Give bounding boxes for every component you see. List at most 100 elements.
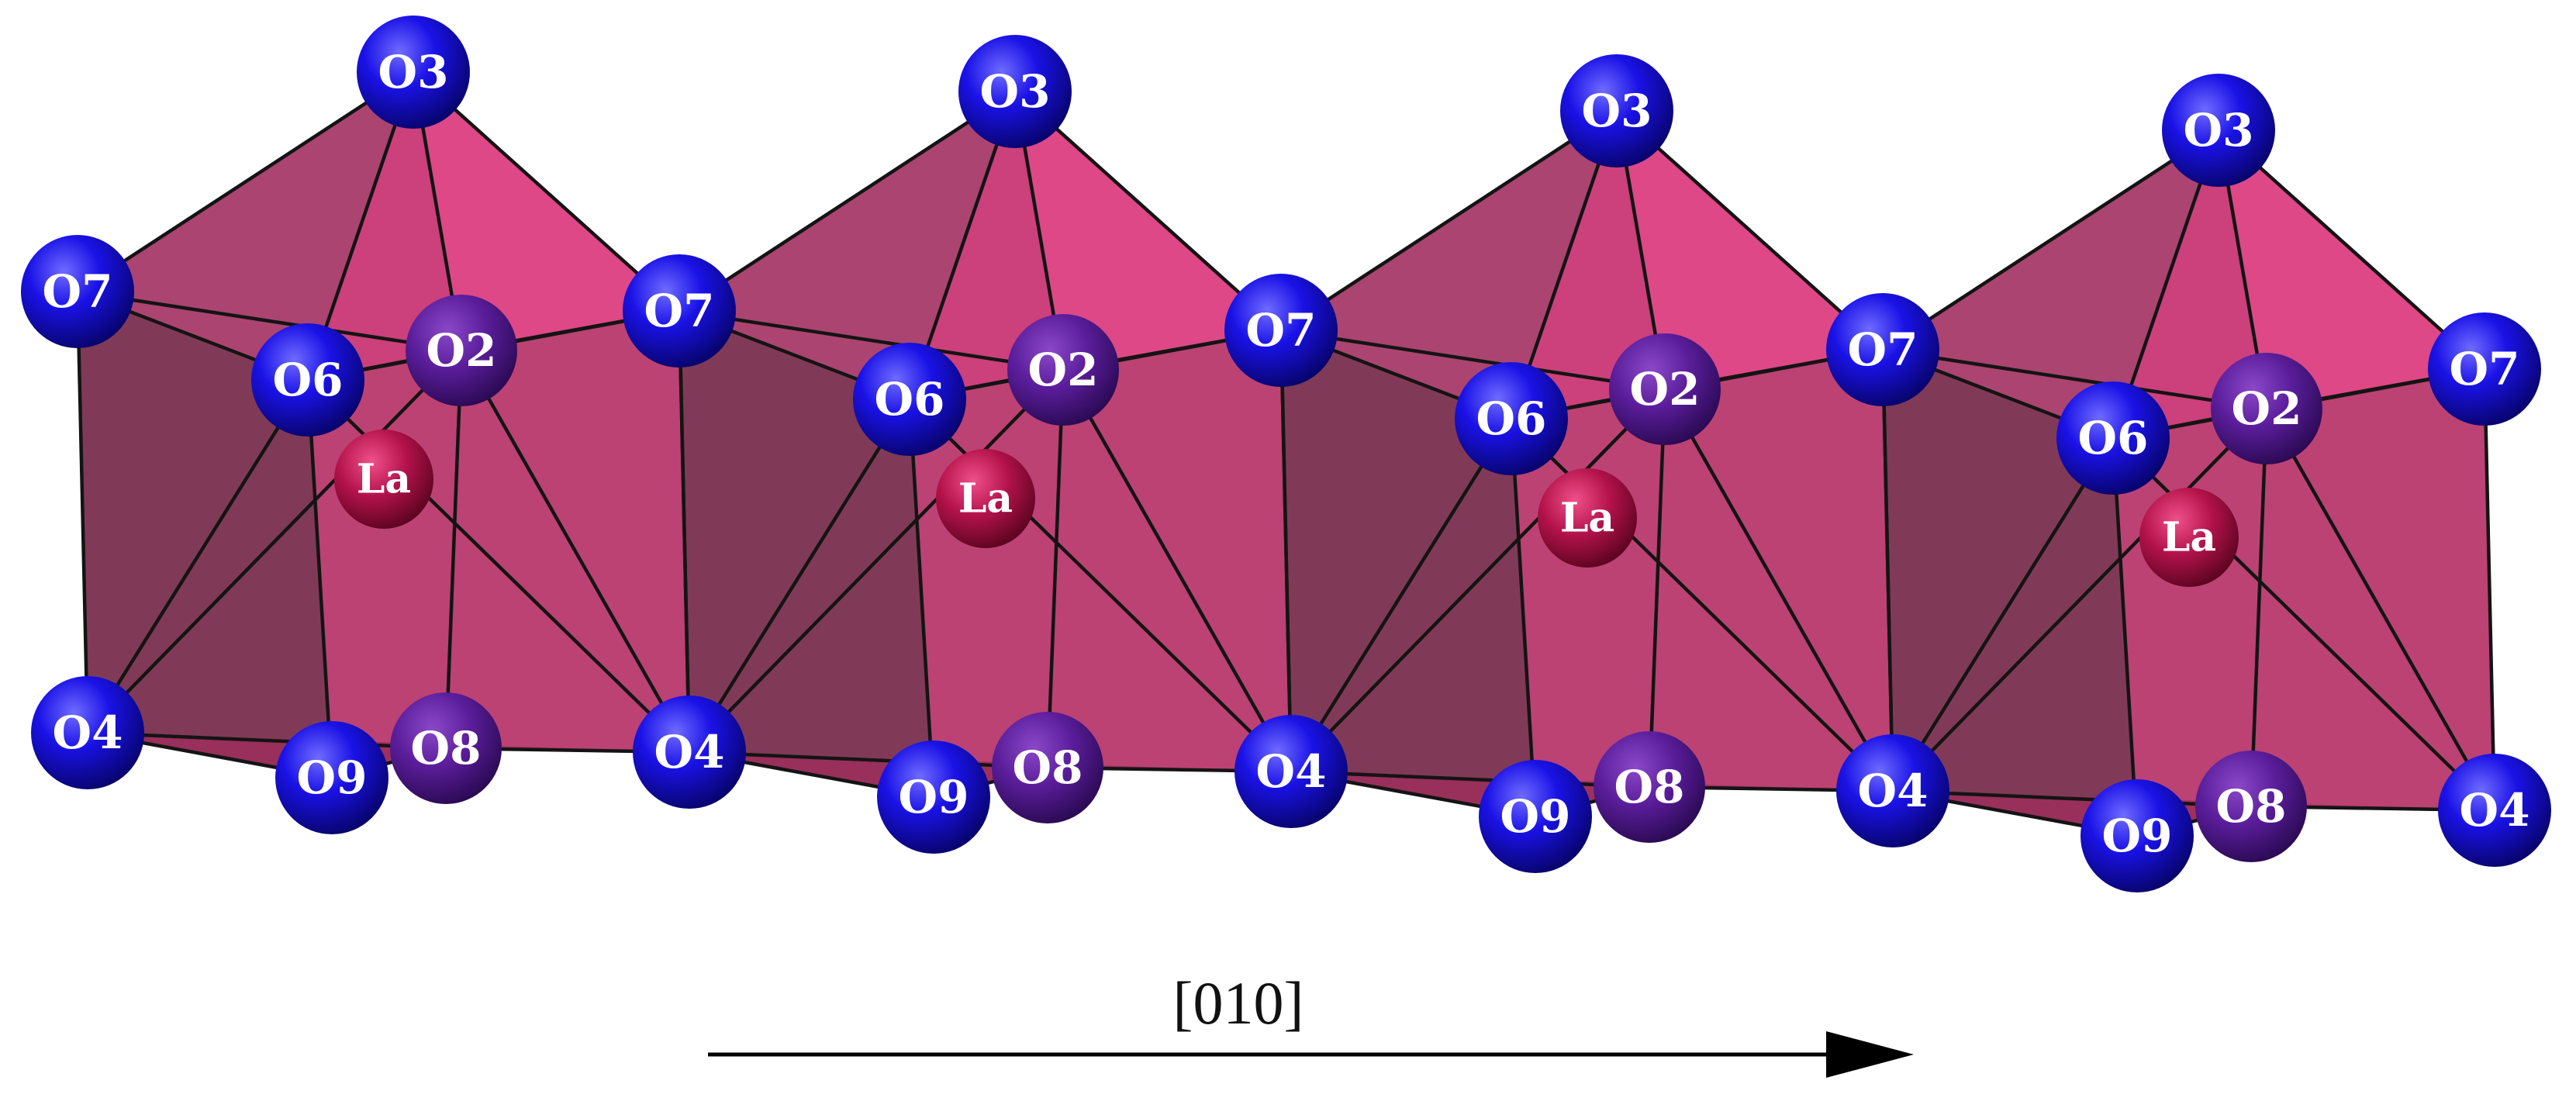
atom-label: O2 bbox=[1028, 343, 1099, 396]
atom-la: La bbox=[334, 430, 433, 529]
atom-label: O6 bbox=[273, 354, 344, 406]
atom-o8: O8 bbox=[2195, 751, 2307, 862]
atom-sphere bbox=[251, 323, 364, 437]
polyhedron-face-top-right bbox=[413, 72, 679, 350]
bond-edge bbox=[1061, 368, 1293, 774]
atom-sphere bbox=[357, 16, 470, 129]
atom-label: O4 bbox=[53, 706, 123, 759]
polyhedron-face-top-right bbox=[1015, 91, 1281, 370]
polyhedron-face-top-right bbox=[2219, 130, 2484, 409]
atom-sphere bbox=[2438, 754, 2551, 867]
atom-o7: O7 bbox=[21, 235, 134, 348]
bond-edge bbox=[2111, 436, 2139, 838]
atoms-layer: O2O8LaO3O7O6O4O9O2O8LaO3O7O6O4O9O2O8LaO3… bbox=[21, 16, 2551, 892]
polyhedron-face-top-front bbox=[1511, 111, 1665, 419]
atom-label: O7 bbox=[2450, 343, 2520, 395]
atom-sphere bbox=[1479, 760, 1592, 873]
atom-o9: O9 bbox=[275, 721, 388, 834]
bond-edge bbox=[1880, 347, 2269, 411]
bond-edge bbox=[687, 750, 1050, 770]
atom-label: O3 bbox=[980, 65, 1051, 118]
atom-label: O9 bbox=[899, 771, 969, 823]
atom-sphere bbox=[958, 35, 1072, 148]
atom-o7: O7 bbox=[1224, 274, 1338, 387]
bond-edge bbox=[85, 378, 310, 735]
polyhedron-face-top-right bbox=[1617, 111, 1883, 389]
bond-edge bbox=[2482, 367, 2497, 813]
bond-edge bbox=[459, 348, 692, 754]
bond-edge bbox=[2264, 406, 2497, 813]
atom-label: O2 bbox=[426, 324, 497, 377]
atom-label: O3 bbox=[1582, 85, 1652, 137]
atom-o9: O9 bbox=[2080, 779, 2194, 892]
atom-la: La bbox=[2139, 488, 2239, 587]
atom-sphere bbox=[1234, 715, 1348, 828]
bond-edge bbox=[1509, 416, 1538, 819]
polyhedron-face-top-front bbox=[910, 91, 1063, 399]
polyhedron-face-bottom bbox=[1893, 791, 2495, 836]
bond-edge bbox=[2249, 406, 2269, 809]
atom-o6: O6 bbox=[2056, 381, 2170, 495]
atom-o9: O9 bbox=[1479, 760, 1592, 873]
bond-edge bbox=[1013, 89, 1283, 333]
atom-sphere bbox=[2195, 751, 2307, 862]
atom-sphere bbox=[1538, 468, 1637, 568]
bond-edge bbox=[306, 378, 334, 780]
atom-label: O8 bbox=[2216, 780, 2287, 833]
bond-edge bbox=[1289, 387, 1667, 774]
bond-edge bbox=[1891, 406, 2269, 793]
atom-o7-end: O7 bbox=[2428, 312, 2541, 426]
bond-edge bbox=[1614, 109, 1885, 352]
bond-edge bbox=[1045, 368, 1065, 770]
atom-o3: O3 bbox=[357, 16, 470, 129]
atom-o2: O2 bbox=[1007, 314, 1119, 426]
atom-sphere bbox=[406, 295, 517, 406]
atom-sphere bbox=[877, 740, 990, 854]
atom-label: O2 bbox=[2232, 382, 2302, 435]
atom-o2: O2 bbox=[2211, 353, 2322, 464]
atom-o8: O8 bbox=[992, 712, 1103, 823]
atom-label: O4 bbox=[1858, 765, 1929, 817]
atom-label: O7 bbox=[644, 285, 715, 337]
atom-o6: O6 bbox=[251, 323, 364, 437]
atom-label: La bbox=[1560, 495, 1614, 542]
atom-label: O7 bbox=[43, 265, 113, 318]
atom-label: La bbox=[2162, 514, 2216, 561]
atom-sphere bbox=[2080, 779, 2194, 892]
atom-sphere bbox=[1007, 314, 1119, 426]
polyhedron-face-top-front bbox=[308, 72, 461, 380]
atom-sphere bbox=[2211, 353, 2322, 464]
bond-edge bbox=[1891, 436, 2115, 793]
atom-sphere bbox=[1594, 731, 1705, 843]
atom-sphere bbox=[1836, 734, 1949, 847]
atom-label: O9 bbox=[1500, 790, 1571, 843]
atom-sphere bbox=[390, 692, 502, 804]
atom-sphere bbox=[623, 254, 736, 368]
atom-label: La bbox=[357, 456, 411, 503]
atom-label: O8 bbox=[1013, 741, 1083, 794]
atom-label: O9 bbox=[2102, 809, 2173, 862]
atom-sphere bbox=[31, 676, 144, 789]
bond-edge bbox=[1279, 109, 1619, 333]
atom-sphere bbox=[936, 449, 1035, 548]
atom-label: O8 bbox=[1614, 761, 1685, 813]
bond-edge bbox=[75, 289, 90, 735]
direction-label: [010] bbox=[1173, 969, 1304, 1037]
atom-label: O3 bbox=[378, 46, 449, 98]
bond-edge bbox=[1279, 328, 1293, 774]
atom-o6: O6 bbox=[853, 343, 966, 456]
bond-edge bbox=[677, 309, 1065, 372]
atom-label: O7 bbox=[1246, 304, 1317, 357]
atom-label: O8 bbox=[411, 722, 482, 775]
direction-arrow-head bbox=[1826, 1031, 1914, 1078]
atom-sphere bbox=[2056, 381, 2170, 495]
atom-o4: O4 bbox=[633, 696, 746, 809]
atom-o4: O4 bbox=[1234, 715, 1348, 828]
atom-label: O2 bbox=[1630, 363, 1701, 416]
atom-o4: O4 bbox=[1836, 734, 1949, 847]
atom-label: La bbox=[958, 475, 1013, 523]
atom-o4: O4 bbox=[31, 676, 144, 789]
atom-o7: O7 bbox=[623, 254, 736, 368]
bond-edge bbox=[687, 368, 1065, 754]
atom-sphere bbox=[1826, 293, 1939, 406]
